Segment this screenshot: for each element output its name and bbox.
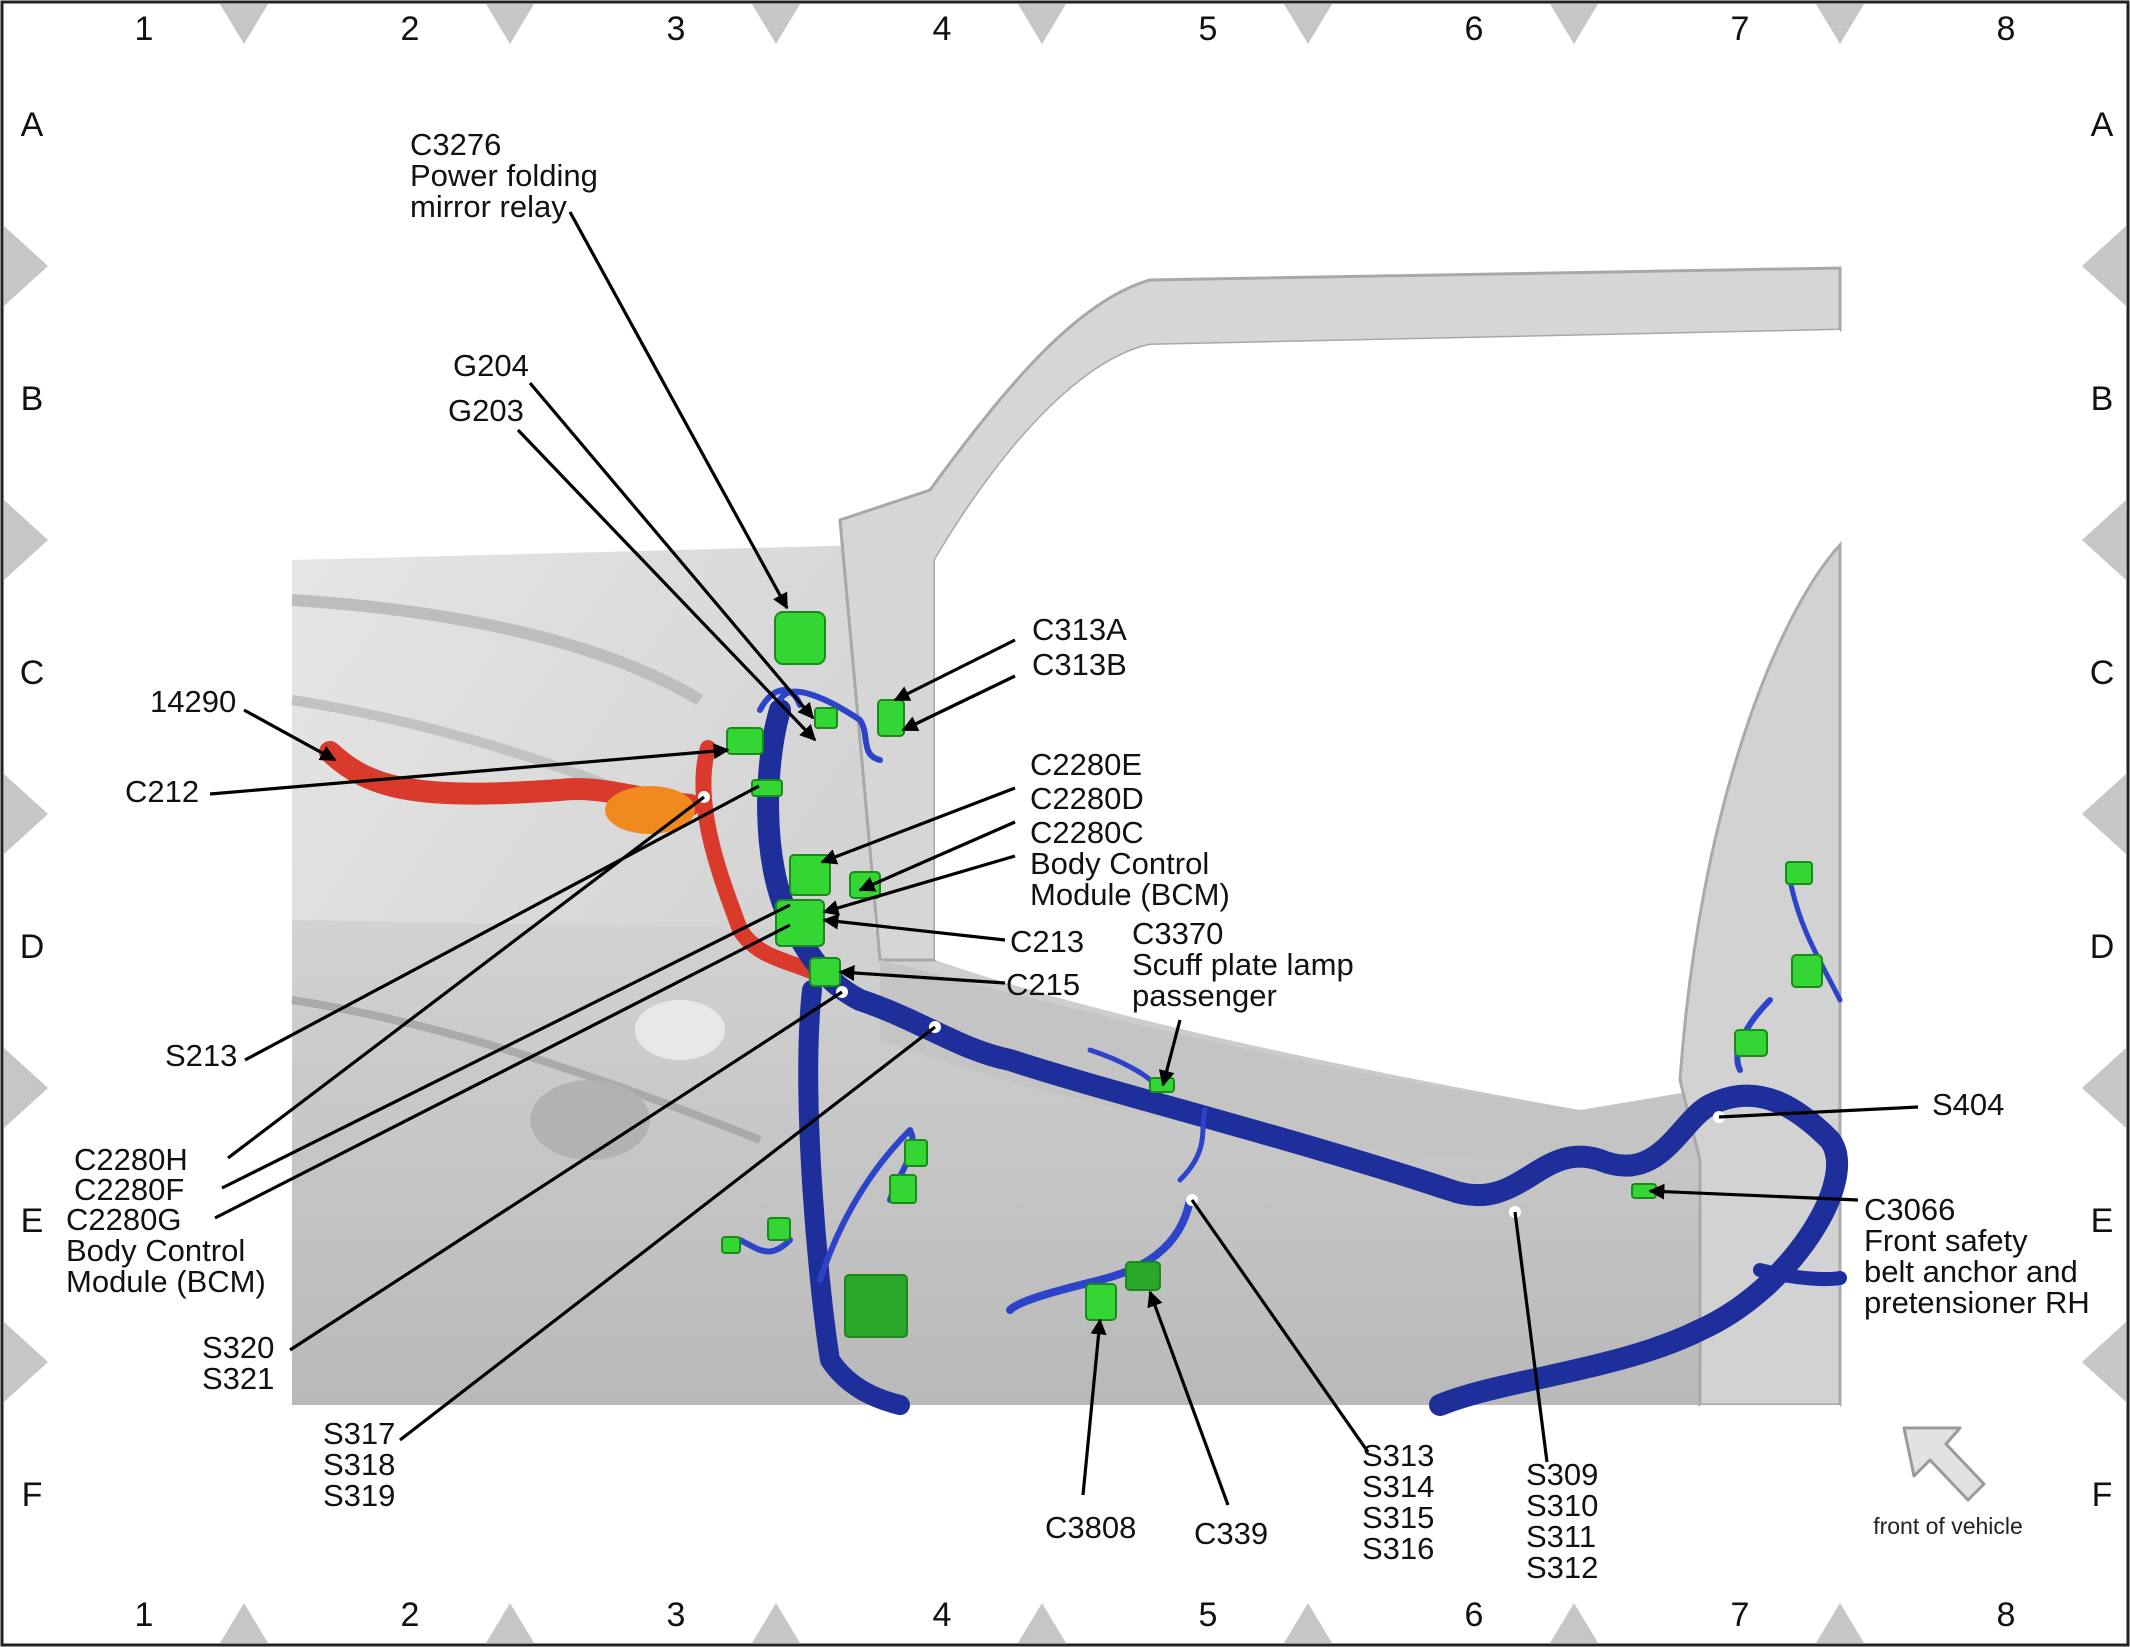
grid-col-label: 1 (135, 10, 154, 48)
grid-col-label: 1 (135, 1596, 154, 1634)
grid-col-label: 6 (1465, 1596, 1484, 1634)
grid-row-label: C (20, 654, 45, 692)
callout-c2280h: C2280H (74, 1142, 188, 1177)
grid-col-label: 8 (1997, 1596, 2016, 1634)
grid-row-label: E (2091, 1202, 2114, 1240)
front-direction-arrow-icon (1902, 1426, 1986, 1502)
callout-c313b: C313B (1032, 647, 1127, 682)
grid-col-label: 2 (401, 1596, 420, 1634)
callout-c2280e: C2280E (1030, 747, 1142, 782)
grid-row-label: F (22, 1476, 43, 1514)
grid-col-label: 3 (667, 10, 686, 48)
frame-tabs (4, 4, 2126, 1643)
grid-col-label: 7 (1731, 10, 1750, 48)
grid-row-label: E (21, 1202, 44, 1240)
grid-row-label: D (20, 928, 45, 966)
grid-col-label: 6 (1465, 10, 1484, 48)
grid-row-label: B (21, 380, 44, 418)
callout-c215: C215 (1006, 967, 1080, 1002)
callout-g203: G203 (448, 393, 524, 428)
grid-labels: 1 2 3 4 5 6 7 8 1 2 3 4 5 6 7 8 A B C D … (20, 10, 2115, 1634)
grid-col-label: 7 (1731, 1596, 1750, 1634)
callout-c3808: C3808 (1045, 1510, 1136, 1545)
callout-14290: 14290 (150, 684, 236, 719)
leader-lines (209, 211, 1919, 1506)
grid-col-label: 4 (933, 1596, 952, 1634)
grid-col-label: 3 (667, 1596, 686, 1634)
grid-col-label: 5 (1199, 1596, 1218, 1634)
grid-col-label: 4 (933, 10, 952, 48)
grid-row-label: A (2091, 106, 2114, 144)
front-of-vehicle-label: front of vehicle (1873, 1513, 2023, 1539)
connectors (721, 611, 1823, 1338)
callout-s213: S213 (165, 1038, 237, 1073)
callout-c212: C212 (125, 774, 199, 809)
vehicle-body-illustration (291, 266, 1842, 1409)
grid-col-label: 5 (1199, 10, 1218, 48)
grid-row-label: C (2090, 654, 2115, 692)
callout-c2280d: C2280D (1030, 781, 1144, 816)
grid-row-label: A (21, 106, 44, 144)
grid-row-label: F (2092, 1476, 2113, 1514)
callout-c2280f: C2280F (74, 1172, 184, 1207)
callout-c313a: C313A (1032, 612, 1127, 647)
front-of-vehicle-indicator: front of vehicle (1873, 1426, 2023, 1539)
callout-g204: G204 (453, 348, 529, 383)
callout-c213: C213 (1010, 924, 1084, 959)
callout-c339: C339 (1194, 1516, 1268, 1551)
grid-col-label: 8 (1997, 10, 2016, 48)
callout-s404: S404 (1932, 1087, 2004, 1122)
grid-row-label: D (2090, 928, 2115, 966)
grid-row-label: B (2091, 380, 2114, 418)
grid-col-label: 2 (401, 10, 420, 48)
